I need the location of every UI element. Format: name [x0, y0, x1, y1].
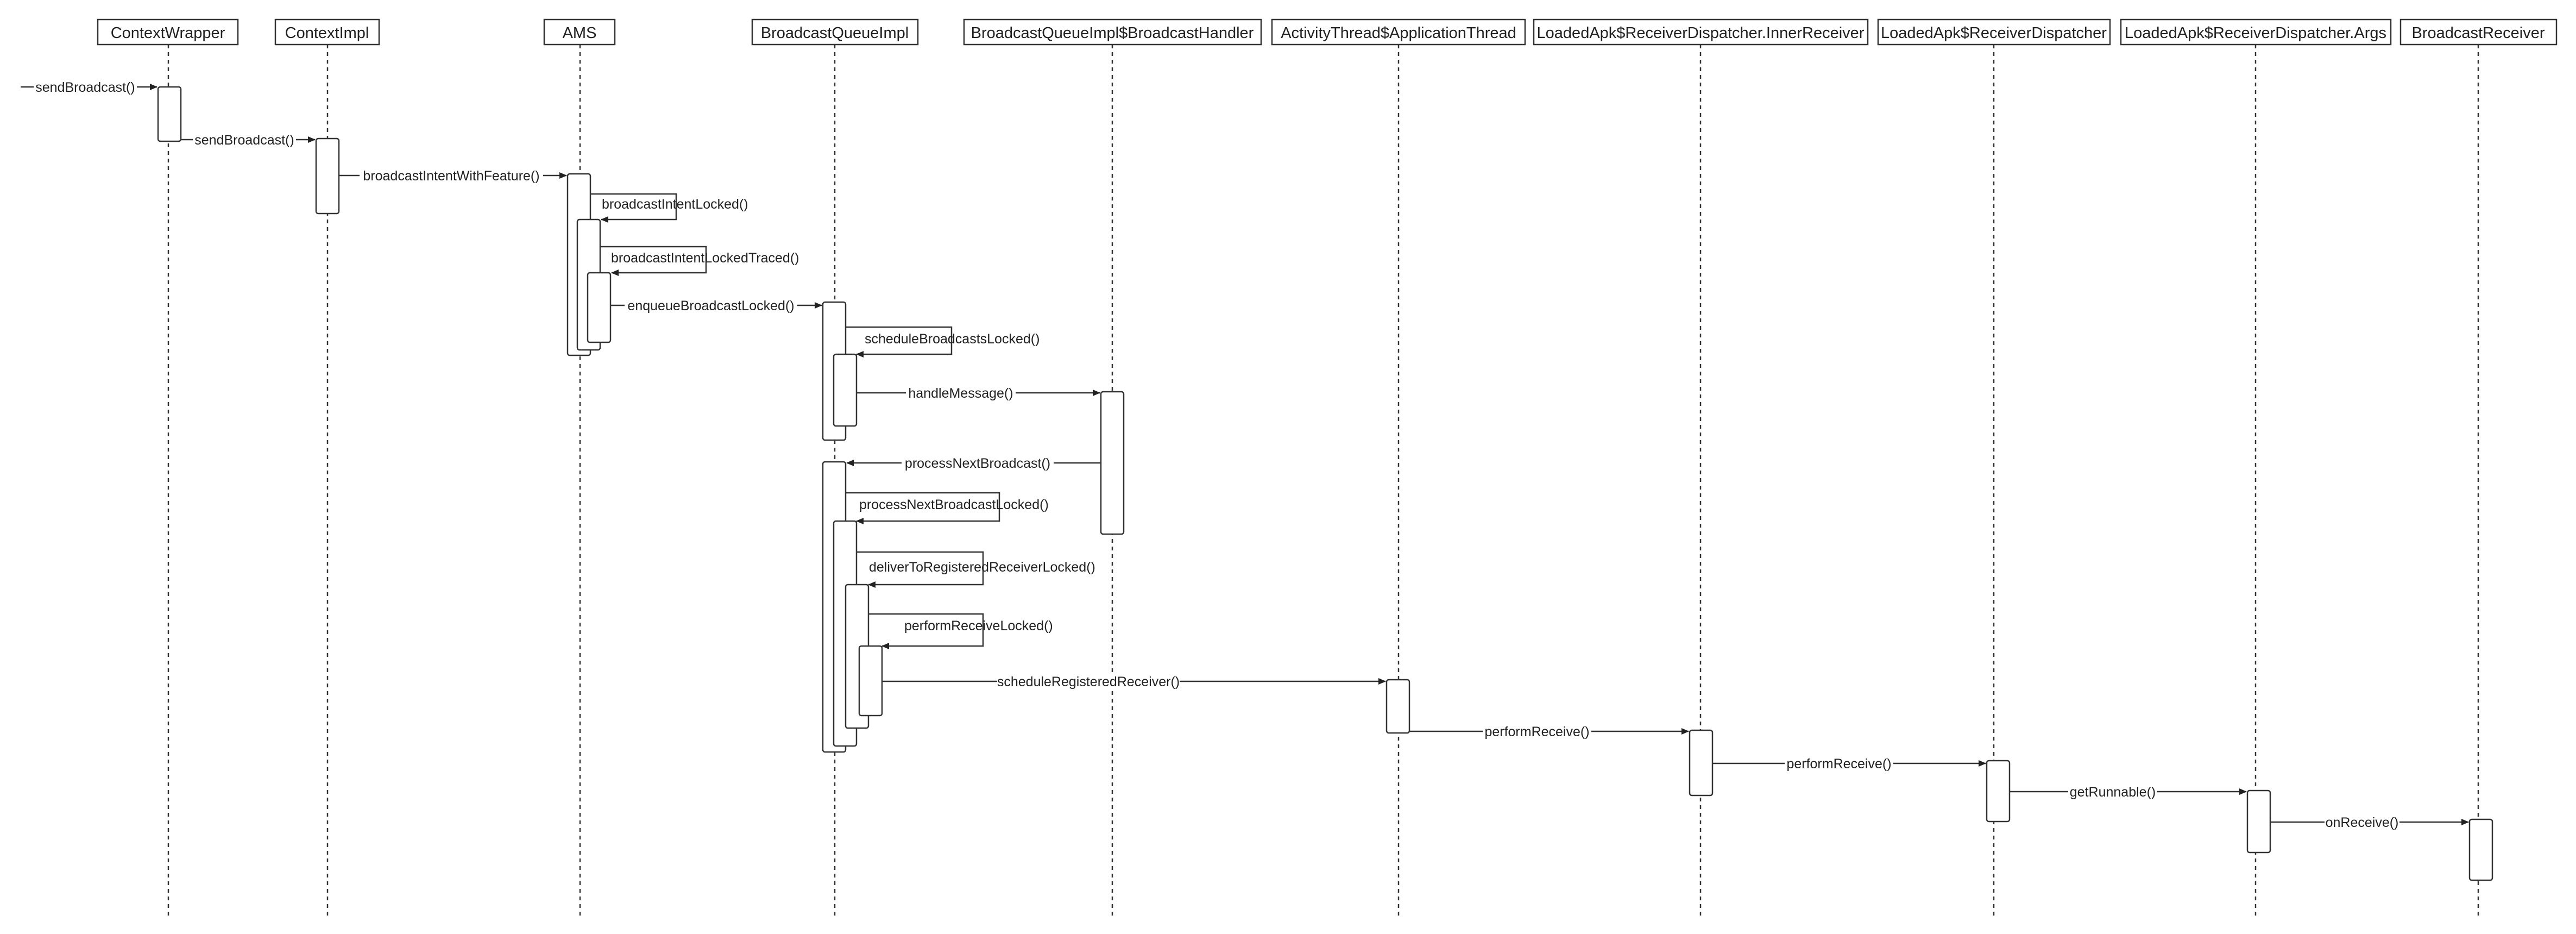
message-label: onReceive() — [2326, 815, 2399, 830]
message-get-runnable: getRunnable() — [2010, 783, 2247, 800]
message-label: scheduleRegisteredReceiver() — [997, 674, 1180, 689]
message-label: handleMessage() — [908, 386, 1013, 401]
message-perform-receive-1: performReceive() — [1409, 723, 1689, 739]
participant-context-impl: ContextImpl — [274, 18, 380, 46]
message-handle-message: handleMessage() — [856, 384, 1100, 401]
participant-label: ActivityThread$ApplicationThread — [1281, 24, 1516, 42]
participant-label: BroadcastQueueImpl$BroadcastHandler — [971, 24, 1254, 42]
participant-label: LoadedApk$ReceiverDispatcher.Args — [2125, 24, 2386, 42]
participant-ams: AMS — [543, 18, 616, 46]
message-label: performReceive() — [1484, 724, 1589, 739]
message-label: performReceive() — [1786, 756, 1891, 772]
participant-label: LoadedApk$ReceiverDispatcher — [1881, 24, 2107, 42]
participant-receiver-dispatcher: LoadedApk$ReceiverDispatcher — [1877, 18, 2111, 46]
activation-application-thread — [1385, 679, 1410, 734]
participant-label: BroadcastReceiver — [2412, 24, 2545, 42]
message-label: deliverToRegisteredReceiverLocked() — [869, 560, 1095, 575]
participant-label: BroadcastQueueImpl — [761, 24, 909, 42]
message-schedule-registered-receiver: scheduleRegisteredReceiver() — [882, 673, 1386, 689]
message-on-receive: onReceive() — [2270, 813, 2469, 830]
participant-label: LoadedApk$ReceiverDispatcher.InnerReceiv… — [1537, 24, 1865, 42]
message-broadcast-intent-locked: broadcastIntentLocked() — [590, 193, 748, 223]
message-label: broadcastIntentLockedTraced() — [611, 250, 799, 266]
activation-queue-2 — [833, 353, 858, 427]
activation-handler — [1100, 391, 1125, 535]
participant-context-wrapper: ContextWrapper — [97, 18, 239, 46]
message-send-broadcast: sendBroadcast() — [181, 131, 316, 148]
message-label: getRunnable() — [2070, 785, 2156, 800]
message-broadcast-intent-with-feature: broadcastIntentWithFeature() — [339, 167, 567, 184]
message-label: sendBroadcast() — [35, 80, 135, 95]
message-schedule-broadcasts-locked: scheduleBroadcastsLocked() — [846, 326, 1040, 358]
participant-dispatcher-args: LoadedApk$ReceiverDispatcher.Args — [2120, 18, 2392, 46]
message-label: enqueueBroadcastLocked() — [627, 298, 794, 314]
participant-label: ContextImpl — [285, 24, 369, 42]
participant-broadcast-receiver: BroadcastReceiver — [2399, 18, 2558, 46]
message-process-next-broadcast-locked: processNextBroadcastLocked() — [846, 492, 1049, 524]
message-perform-receive-2: performReceive() — [1712, 755, 1986, 772]
activation-receiver-dispatcher — [1986, 760, 2011, 823]
activation-queue-6 — [858, 645, 883, 717]
message-label: scheduleBroadcastsLocked() — [865, 331, 1040, 347]
activation-broadcast-receiver — [2468, 818, 2493, 881]
participant-application-thread: ActivityThread$ApplicationThread — [1271, 18, 1526, 46]
activation-context-wrapper — [157, 86, 182, 142]
message-perform-receive-locked: performReceiveLocked() — [868, 613, 1053, 649]
message-broadcast-intent-locked-traced: broadcastIntentLockedTraced() — [600, 246, 799, 276]
activation-inner-receiver — [1689, 729, 1714, 797]
message-process-next-broadcast: processNextBroadcast() — [846, 454, 1101, 471]
message-send-broadcast-entry: sendBroadcast() — [21, 78, 158, 95]
participant-label: ContextWrapper — [111, 24, 225, 42]
message-enqueue-broadcast-locked: enqueueBroadcastLocked() — [610, 297, 822, 314]
message-label: broadcastIntentLocked() — [602, 197, 748, 212]
message-deliver-to-registered-receiver-locked: deliverToRegisteredReceiverLocked() — [856, 551, 1095, 588]
message-label: processNextBroadcast() — [905, 456, 1050, 471]
participant-label: AMS — [563, 24, 597, 42]
participant-broadcast-handler: BroadcastQueueImpl$BroadcastHandler — [963, 18, 1262, 46]
participant-broadcast-queue-impl: BroadcastQueueImpl — [751, 18, 919, 46]
participant-inner-receiver: LoadedApk$ReceiverDispatcher.InnerReceiv… — [1533, 18, 1869, 46]
message-label: processNextBroadcastLocked() — [859, 497, 1049, 512]
message-label: broadcastIntentWithFeature() — [363, 168, 539, 184]
activation-dispatcher-args — [2246, 789, 2271, 854]
activation-ams-3 — [587, 272, 612, 343]
message-label: performReceiveLocked() — [904, 618, 1053, 634]
activation-context-impl — [315, 137, 340, 215]
message-label: sendBroadcast() — [194, 133, 294, 148]
